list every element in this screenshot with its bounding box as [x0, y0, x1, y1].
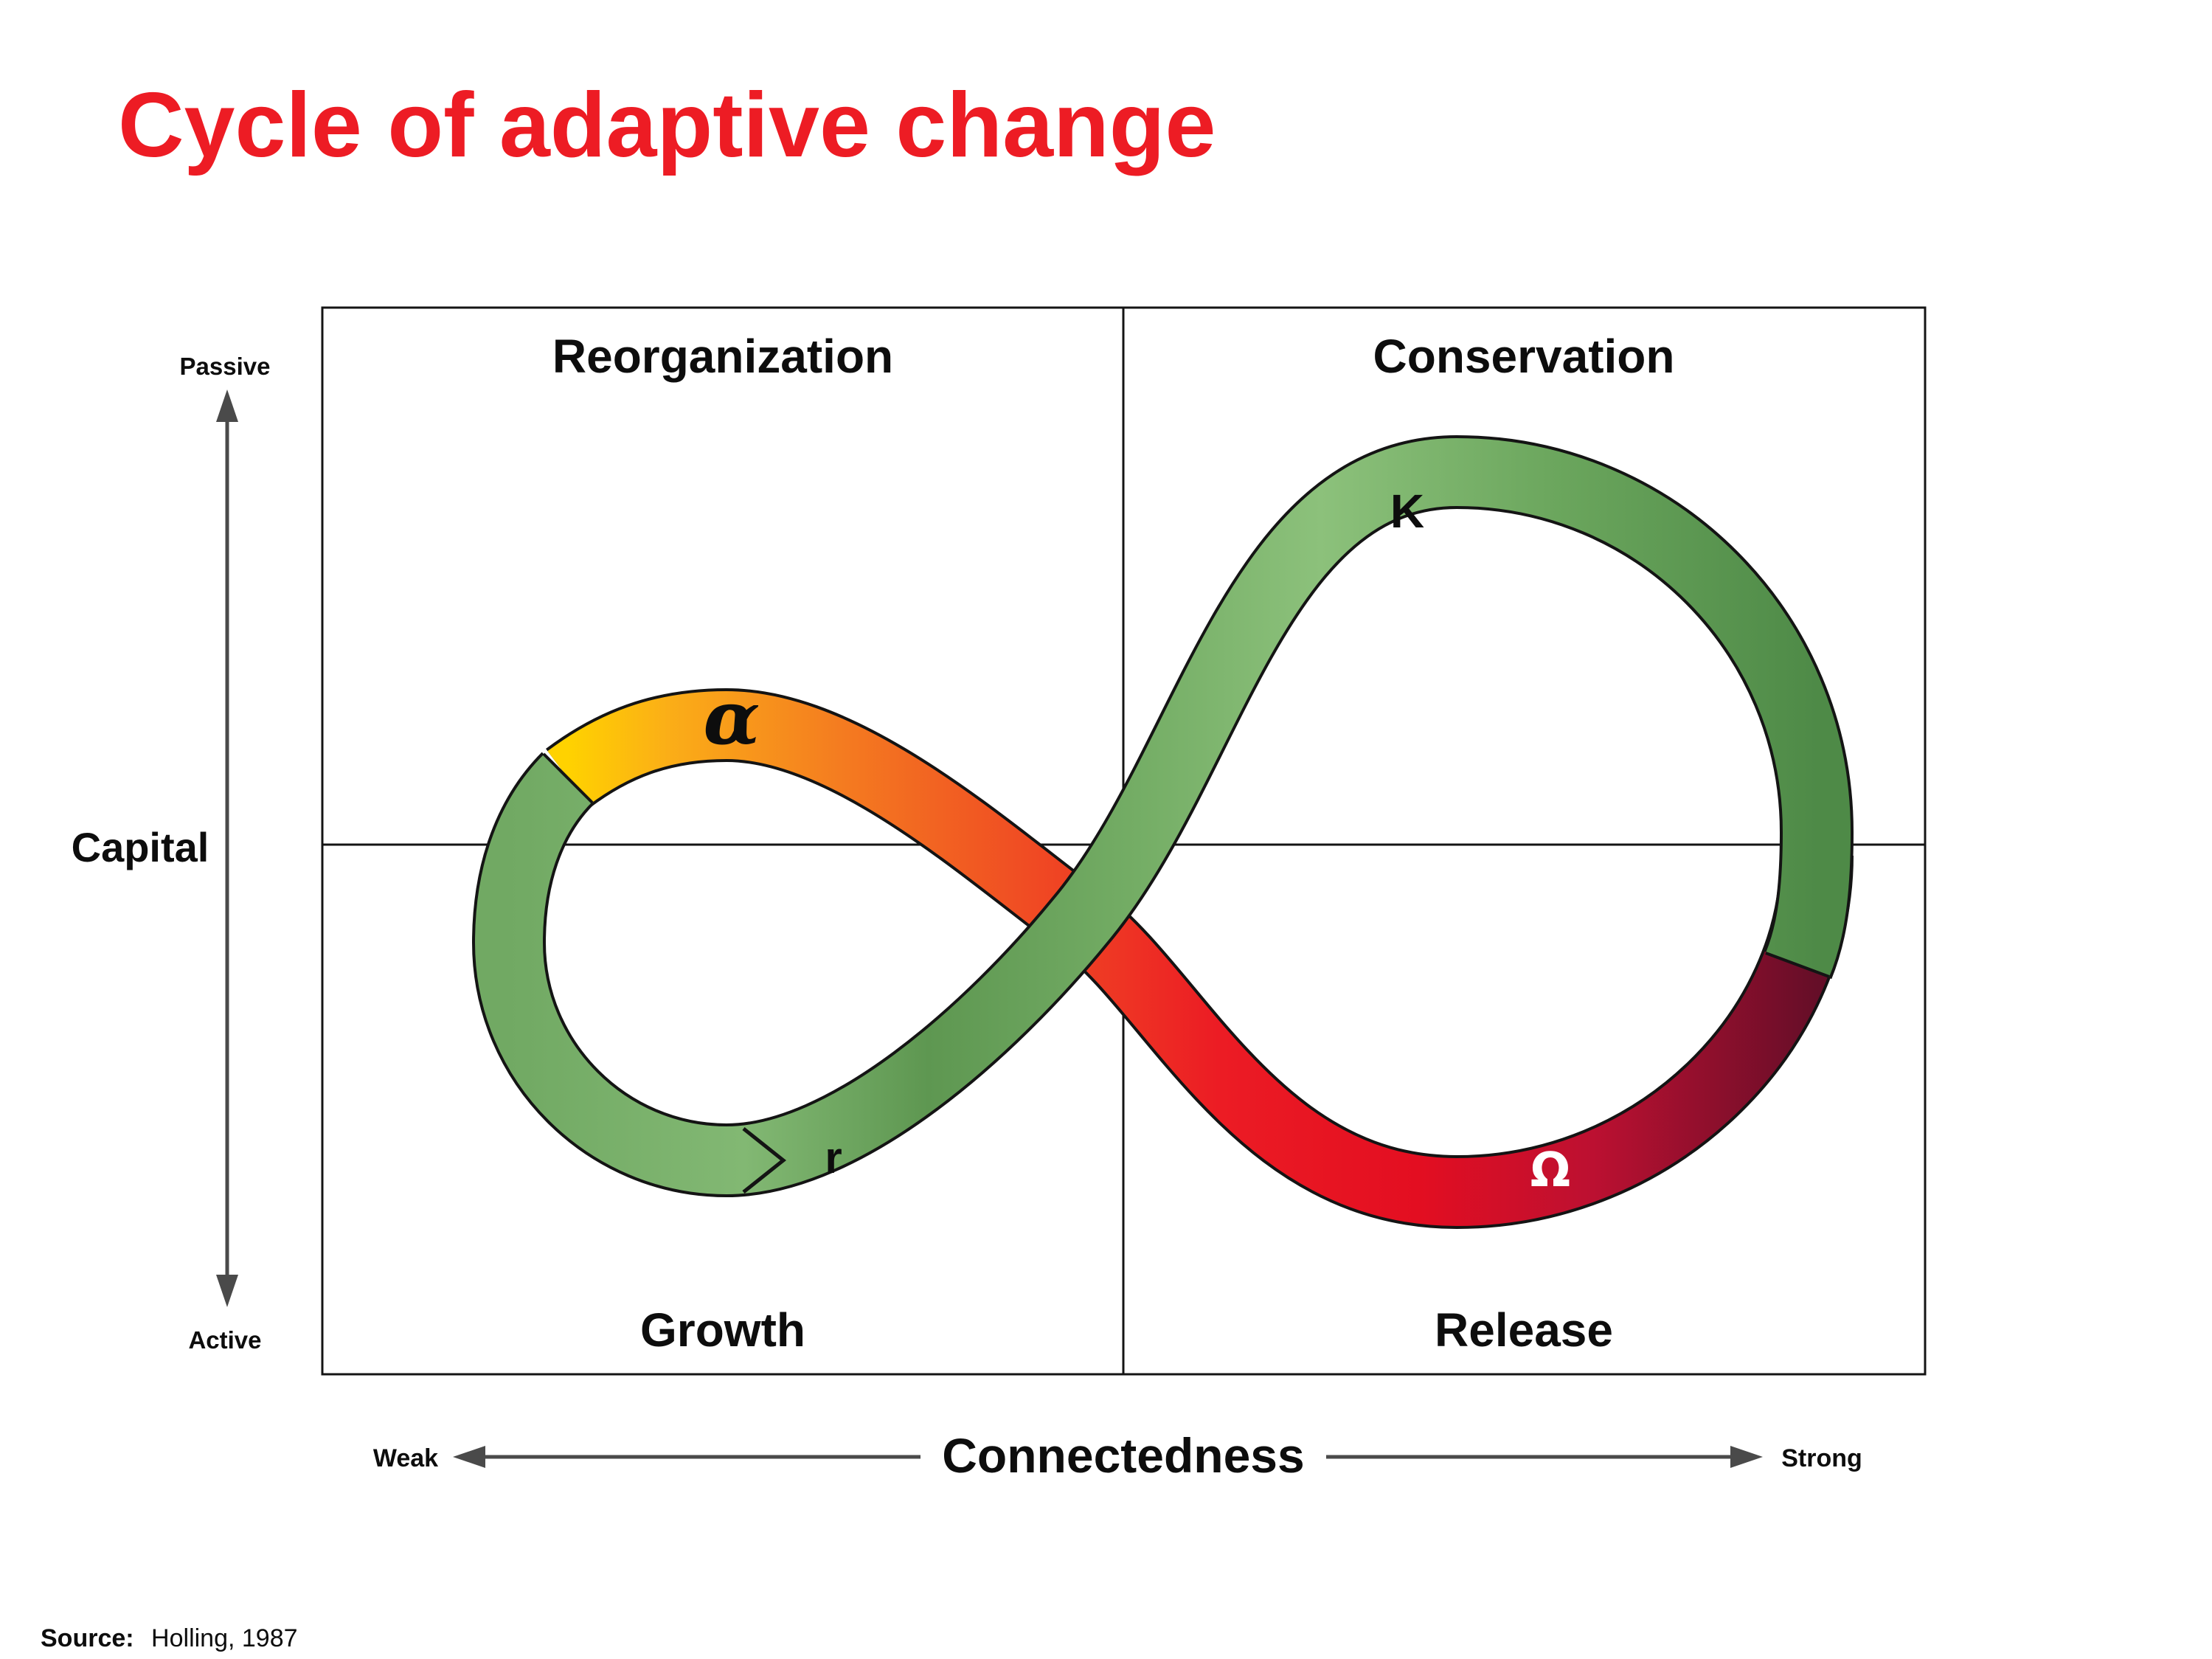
quadrant-label-conservation: Conservation [1373, 330, 1675, 383]
ribbon-seam-green-maroon [1765, 952, 1830, 978]
x-axis-arrowhead-left-icon [453, 1446, 485, 1468]
ribbon-growth-band [475, 438, 1851, 1194]
ribbon-release-band [547, 691, 1851, 1226]
phase-label-omega: Ω [1530, 1143, 1570, 1198]
source-text: Holling, 1987 [151, 1624, 297, 1652]
phase-label-alpha: α [704, 674, 760, 761]
y-axis-arrowhead-up-icon [216, 389, 238, 422]
phase-label-k: K [1390, 485, 1424, 538]
source-label: Source: [41, 1624, 134, 1652]
y-axis-title: Capital [72, 824, 209, 870]
quadrant-label-reorganization: Reorganization [552, 330, 893, 383]
y-axis-bottom-label: Active [188, 1326, 261, 1354]
quadrant-label-growth: Growth [640, 1303, 805, 1357]
x-axis-arrowhead-right-icon [1730, 1446, 1763, 1468]
x-axis-right-label: Strong [1781, 1444, 1862, 1472]
source-note: Source: Holling, 1987 [41, 1624, 298, 1652]
quadrant-label-release: Release [1435, 1303, 1613, 1357]
x-axis-left-label: Weak [373, 1444, 438, 1472]
page-title: Cycle of adaptive change [118, 75, 1216, 176]
y-axis-arrowhead-down-icon [216, 1275, 238, 1307]
x-axis-title: Connectedness [942, 1428, 1304, 1483]
flow-direction-notch [742, 1127, 787, 1194]
phase-label-r: r [825, 1133, 842, 1182]
y-axis-top-label: Passive [180, 353, 271, 380]
ribbon-seam-alpha-r [542, 752, 594, 804]
